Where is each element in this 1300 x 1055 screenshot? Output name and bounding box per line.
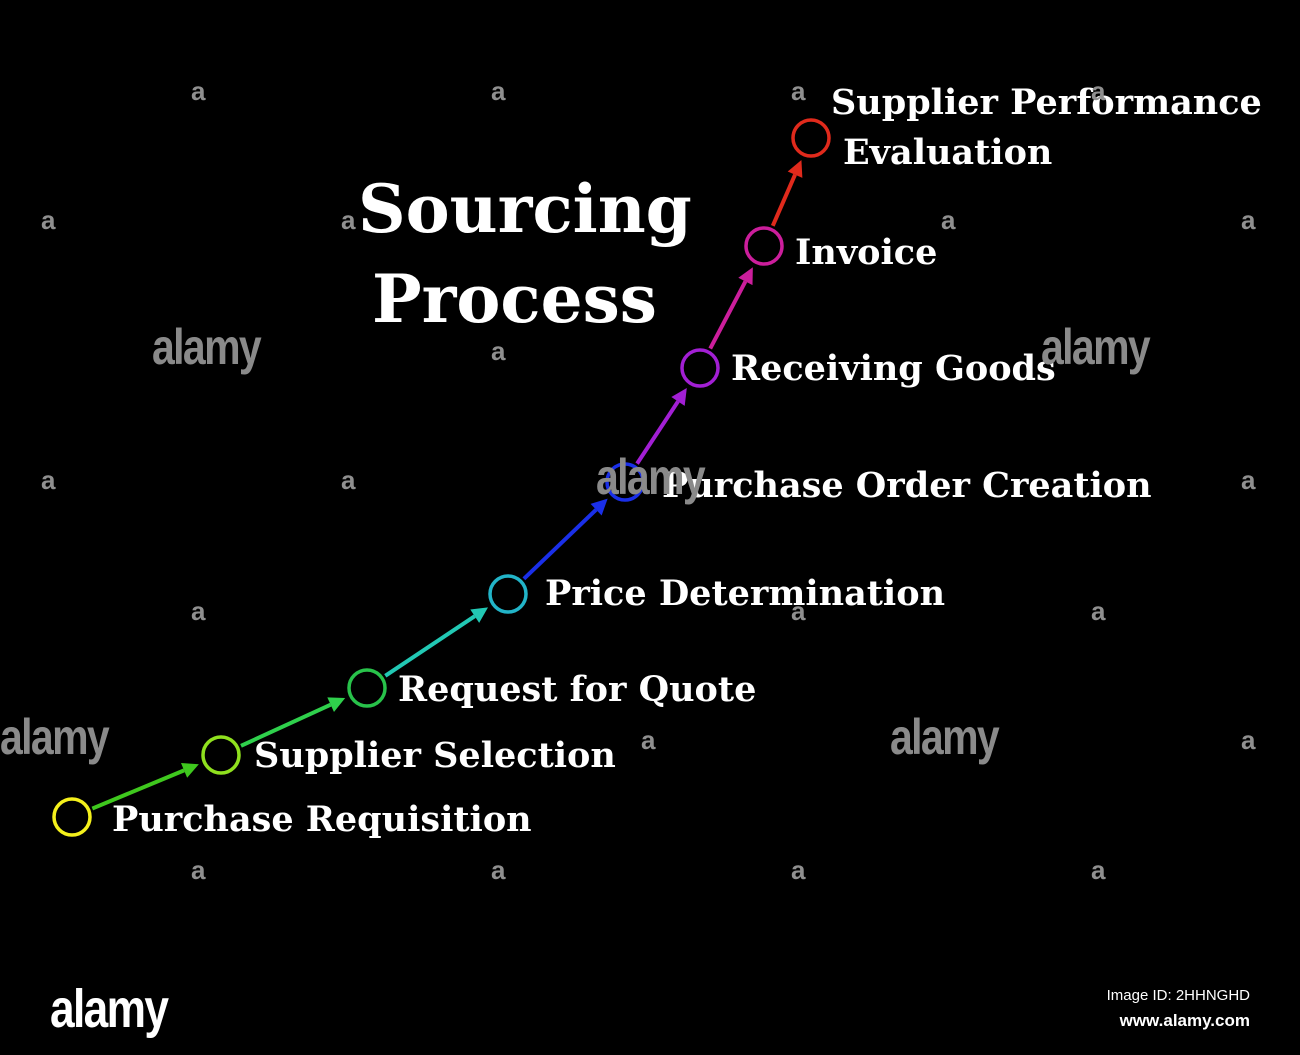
image-id-text: Image ID: 2HHNGHD: [1106, 987, 1250, 1004]
watermark-mark: a: [1091, 76, 1106, 106]
diagram-title-line-2: Process: [372, 260, 657, 338]
step-node-purchase-order-creation: [605, 462, 645, 502]
watermark-mark: a: [941, 205, 956, 235]
watermark-mark: a: [1241, 725, 1256, 755]
flow-arrow: [240, 697, 346, 748]
step-label-supplier-selection: Supplier Selection: [254, 735, 616, 776]
step-node-price-determination: [488, 574, 528, 614]
step-label-supplier-performance: Supplier Performance: [831, 82, 1262, 123]
watermark-word: alamy: [0, 709, 110, 765]
watermark-mark: a: [1241, 205, 1256, 235]
step-label-invoice: Invoice: [795, 232, 938, 273]
flow-arrow: [384, 607, 489, 678]
flow-arrow: [91, 762, 199, 811]
step-label-evaluation: Evaluation: [843, 132, 1053, 173]
watermark-mark: a: [1241, 465, 1256, 495]
step-node-supplier-performance-evaluation: [791, 118, 831, 158]
step-label-request-for-quote: Request for Quote: [398, 669, 757, 710]
step-node-request-for-quote: [347, 668, 387, 708]
watermark-mark: a: [491, 336, 506, 366]
watermark-mark: a: [41, 205, 56, 235]
watermark-mark: a: [641, 725, 656, 755]
watermark-mark: a: [491, 855, 506, 885]
watermark-mark: a: [41, 465, 56, 495]
step-node-receiving-goods: [680, 348, 720, 388]
site-url-text: www.alamy.com: [1119, 1011, 1250, 1030]
step-node-supplier-selection: [201, 735, 241, 775]
flow-arrow: [635, 388, 687, 465]
step-node-purchase-requisition: [52, 797, 92, 837]
step-node-invoice: [744, 226, 784, 266]
flow-arrow: [708, 267, 753, 350]
flow-arrow: [770, 160, 803, 227]
watermark-mark: a: [191, 855, 206, 885]
watermark-mark: a: [1091, 855, 1106, 885]
step-label-purchase-order-creation: Purchase Order Creation: [662, 465, 1152, 506]
watermark-word: alamy: [596, 449, 706, 505]
step-label-receiving-goods: Receiving Goods: [731, 348, 1056, 389]
watermark-mark: a: [791, 596, 806, 626]
step-label-price-determination: Price Determination: [545, 573, 946, 614]
watermark-word: alamy: [1041, 319, 1151, 375]
watermark-mark: a: [791, 76, 806, 106]
watermark-word: alamy: [890, 709, 1000, 765]
watermark-mark: a: [491, 76, 506, 106]
watermark-mark: a: [1091, 596, 1106, 626]
step-label-purchase-requisition: Purchase Requisition: [112, 799, 532, 840]
brand-logo: alamy: [50, 979, 169, 1039]
watermark-mark: a: [791, 855, 806, 885]
watermark-mark: a: [341, 205, 356, 235]
watermark-mark: a: [191, 76, 206, 106]
watermark-mark: a: [341, 465, 356, 495]
watermark-mark: a: [191, 596, 206, 626]
watermark-word: alamy: [152, 319, 262, 375]
diagram-title-line-1: Sourcing: [358, 170, 692, 248]
flow-arrow: [522, 498, 608, 581]
